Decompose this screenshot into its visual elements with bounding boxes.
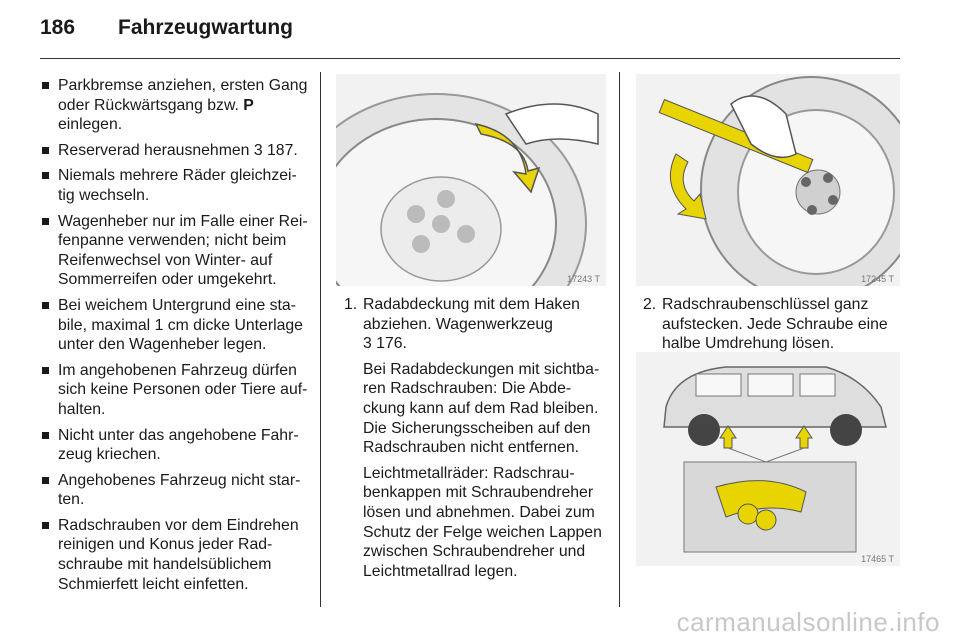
header-rule xyxy=(40,58,900,59)
figure-code: 17243 T xyxy=(567,274,600,284)
step-1: 1. Radabdeckung mit dem Haken abziehen. … xyxy=(344,295,608,587)
list-item: Niemals mehrere Räder gleichzei-tig wech… xyxy=(40,166,308,205)
list-item: Reserverad herausnehmen 3 187. xyxy=(40,141,308,161)
wheel-wrench-illustration xyxy=(658,76,900,286)
list-item: Angehobenes Fahrzeug nicht star-ten. xyxy=(40,471,308,510)
figure-code: 17245 T xyxy=(861,274,894,284)
step-2-text: Radschraubenschlüssel ganz aufstecken. J… xyxy=(662,296,888,353)
figure-jack-points: 17465 T xyxy=(636,352,900,566)
page-number: 186 xyxy=(40,16,76,39)
bullet-list: Parkbremse anziehen, ersten Gang oder Rü… xyxy=(40,76,308,600)
page-reference[interactable]: 3 176. xyxy=(363,335,407,353)
step-number: 1. xyxy=(344,296,358,313)
bullet-square-icon xyxy=(42,521,49,529)
bullet-square-icon xyxy=(42,146,49,154)
bullet-square-icon xyxy=(42,431,49,439)
bullet-square-icon xyxy=(42,217,49,225)
page-title: Fahrzeugwartung xyxy=(118,16,294,39)
list-item: Wagenheber nur im Falle einer Rei-fenpan… xyxy=(40,212,308,290)
figure-wheel-wrench: 17245 T xyxy=(636,74,900,286)
page-header: 186 Fahrzeugwartung xyxy=(40,16,293,40)
figure-code: 17465 T xyxy=(861,554,894,564)
bullet-square-icon xyxy=(42,301,49,309)
column-divider-1 xyxy=(320,72,321,607)
bullet-square-icon xyxy=(42,172,49,180)
step-2: 2. Radschraubenschlüssel ganz aufstecken… xyxy=(643,295,905,360)
list-item: Bei weichem Untergrund eine sta-bile, ma… xyxy=(40,296,308,355)
bullet-square-icon xyxy=(42,476,49,484)
page-reference[interactable]: 3 187. xyxy=(253,141,298,159)
list-item: Im angehobenen Fahrzeug dürfen sich kein… xyxy=(40,361,308,420)
list-item: Radschrauben vor dem Eindrehen reinigen … xyxy=(40,516,308,594)
step-1-paragraph-2: Bei Radabdeckungen mit sichtba-ren Radsc… xyxy=(363,360,600,457)
bullet-square-icon xyxy=(42,82,49,89)
list-item: Parkbremse anziehen, ersten Gang oder Rü… xyxy=(40,76,308,135)
list-item: Nicht unter das angehobene Fahr-zeug kri… xyxy=(40,426,308,465)
car-jack-illustration xyxy=(663,366,887,553)
step-1-paragraph-3: Leichtmetallräder: Radschrau-benkappen m… xyxy=(363,464,602,580)
watermark: carmanualsonline.info xyxy=(676,607,940,637)
figure-wheel-cover: 17243 T xyxy=(336,74,606,286)
column-divider-2 xyxy=(619,72,620,607)
step-number: 2. xyxy=(643,296,657,313)
wheel-cover-illustration xyxy=(336,93,599,286)
bullet-square-icon xyxy=(42,366,49,374)
